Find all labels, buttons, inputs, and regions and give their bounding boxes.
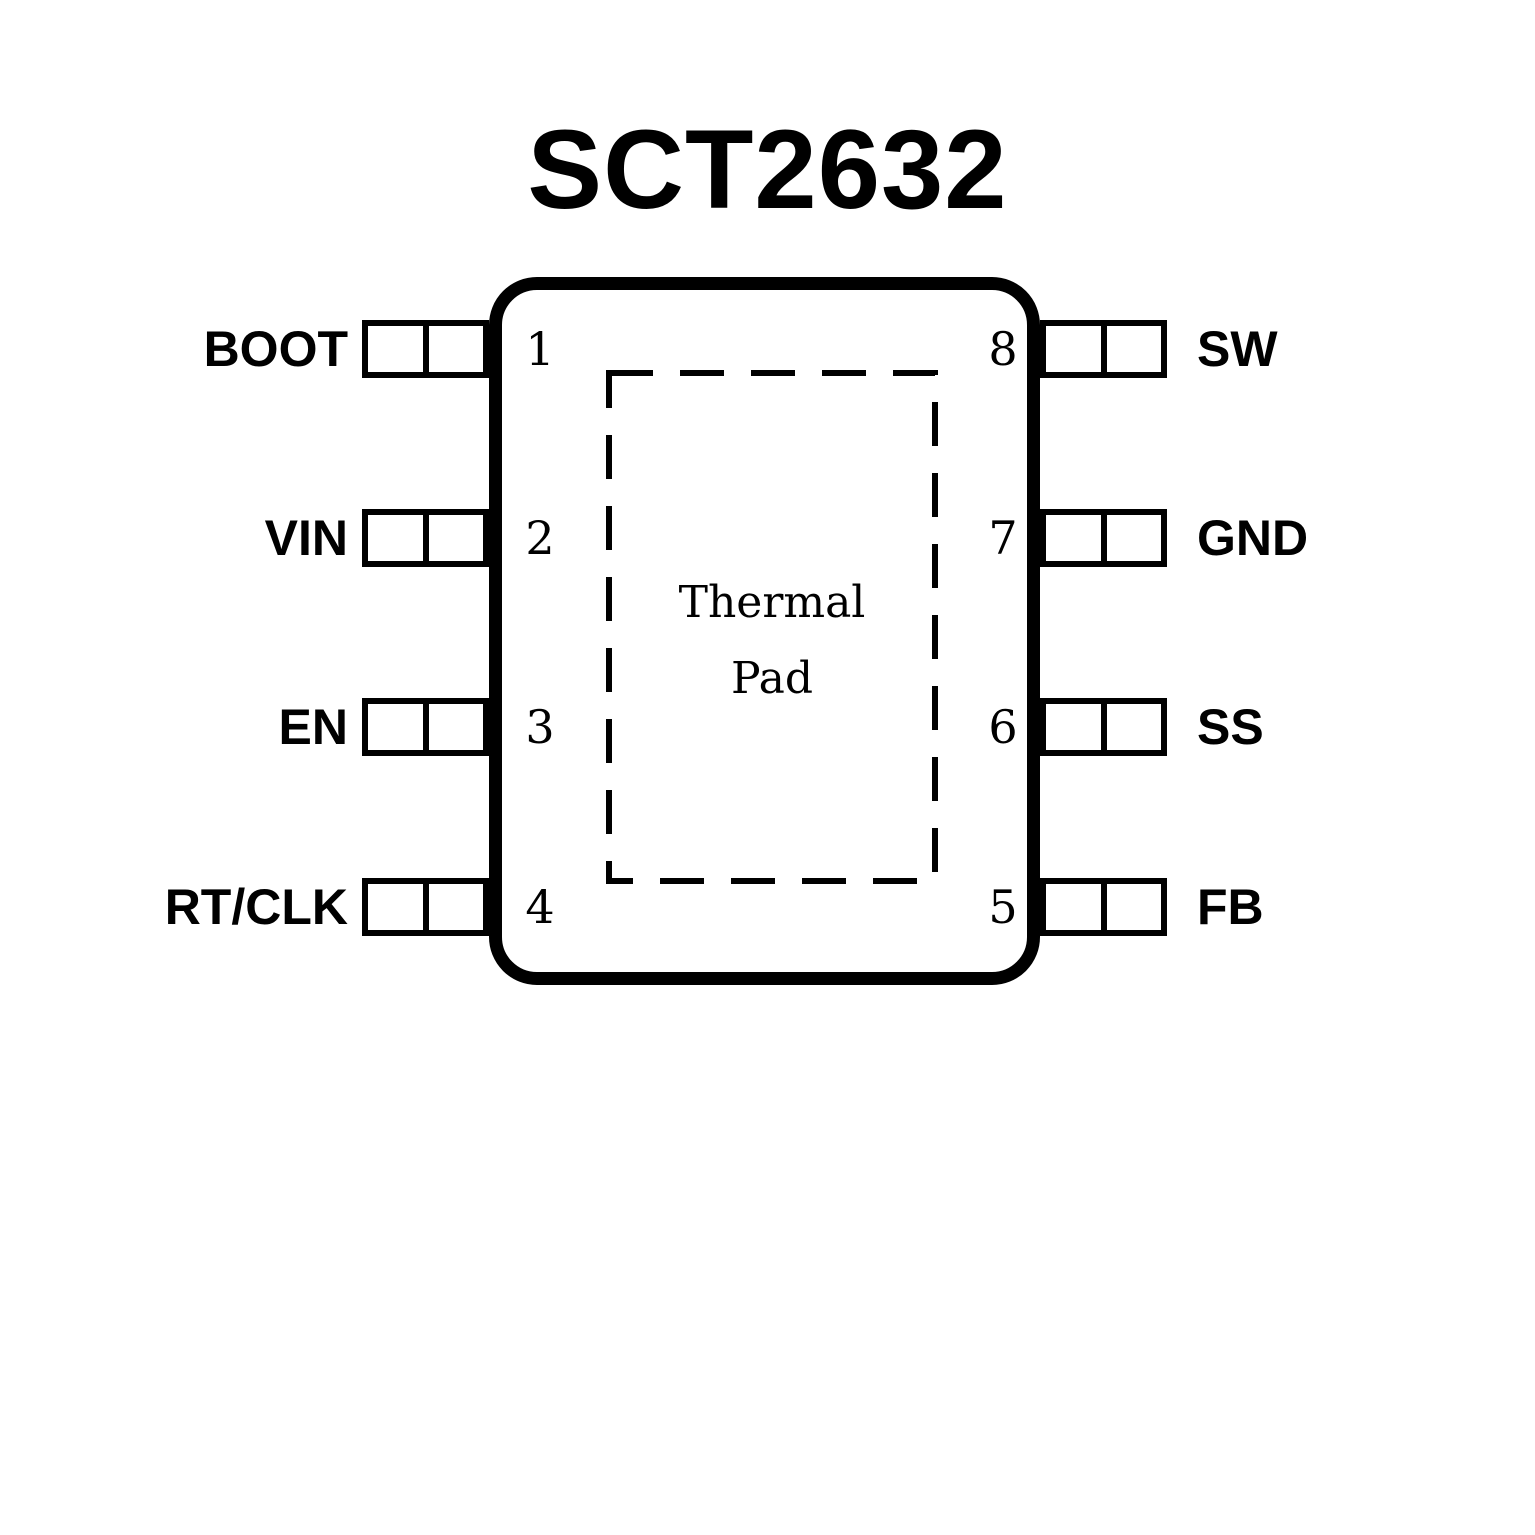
pin-row-en: EN <box>0 698 489 756</box>
page-title: SCT2632 <box>527 107 1008 232</box>
pin-number-2: 2 <box>525 511 555 565</box>
pin-box-en <box>362 698 489 756</box>
pin-number-6: 6 <box>988 700 1018 754</box>
pin-label-fb: FB <box>1197 879 1264 935</box>
chip-body <box>489 277 1040 985</box>
thermal-pad-border <box>606 370 938 884</box>
thermal-pad-label-line2: Pad <box>730 653 814 704</box>
pin-row-vin: VIN <box>0 509 489 567</box>
pin-number-4: 4 <box>525 880 555 934</box>
pin-row-gnd: GND <box>1040 509 1535 567</box>
thermal-pad: Thermal Pad <box>606 370 938 884</box>
thermal-pad-label: Thermal Pad <box>606 565 938 717</box>
pin-box-sw <box>1040 320 1167 378</box>
thermal-pad-label-line1: Thermal <box>678 577 866 628</box>
pin-label-sw: SW <box>1197 321 1278 377</box>
pin-box-fb <box>1040 878 1167 936</box>
pin-label-boot: BOOT <box>203 321 348 377</box>
pin-row-boot: BOOT <box>0 320 489 378</box>
pin-box-rtclk <box>362 878 489 936</box>
pin-number-3: 3 <box>525 700 555 754</box>
pin-label-ss: SS <box>1197 699 1264 755</box>
pin-label-en: EN <box>278 699 348 755</box>
pin-number-5: 5 <box>988 880 1018 934</box>
pin-row-sw: SW <box>1040 320 1535 378</box>
pin-box-ss <box>1040 698 1167 756</box>
pin-box-gnd <box>1040 509 1167 567</box>
pin-row-ss: SS <box>1040 698 1535 756</box>
pin-row-rtclk: RT/CLK <box>0 878 489 936</box>
pin-number-7: 7 <box>988 511 1018 565</box>
pin-label-vin: VIN <box>264 510 348 566</box>
pin-box-boot <box>362 320 489 378</box>
pin-box-vin <box>362 509 489 567</box>
pin-number-8: 8 <box>988 322 1018 376</box>
pin-label-rtclk: RT/CLK <box>164 879 348 935</box>
pin-number-1: 1 <box>525 322 555 376</box>
pin-label-gnd: GND <box>1197 510 1309 566</box>
pin-row-fb: FB <box>1040 878 1535 936</box>
